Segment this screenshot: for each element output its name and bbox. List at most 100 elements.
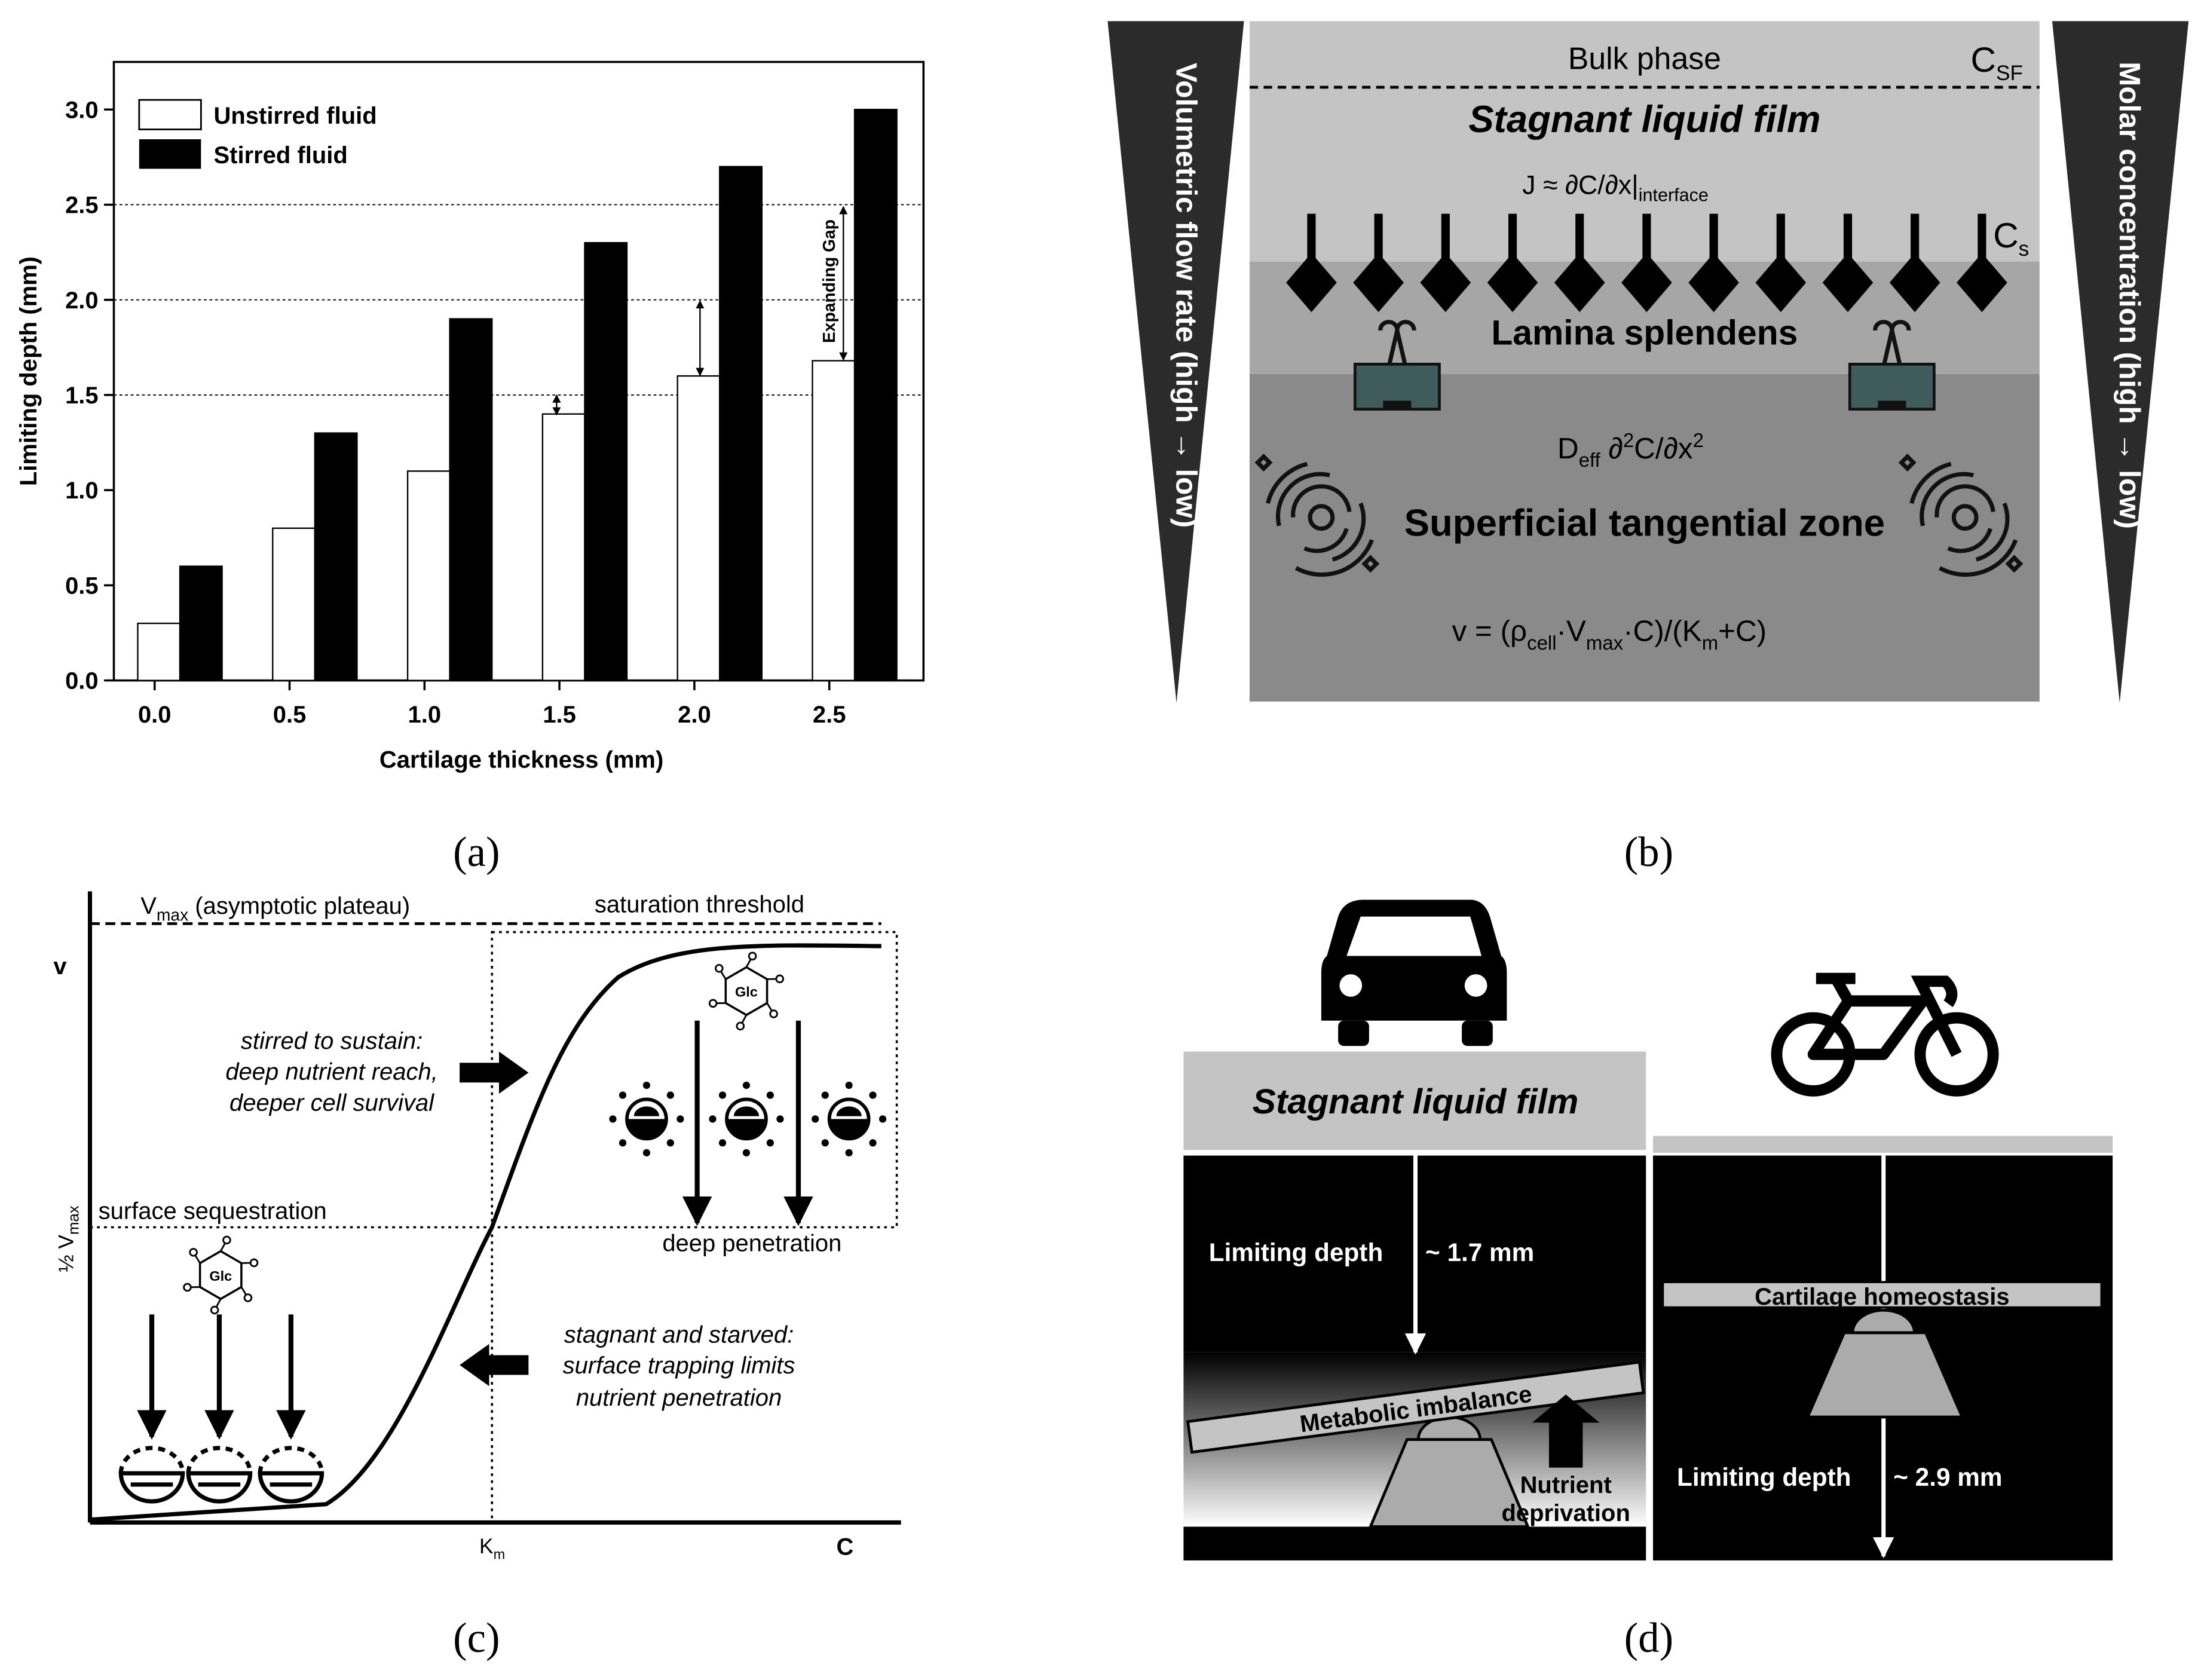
stirred-line-2: deep nutrient reach, xyxy=(225,1059,438,1085)
imbalance-beam xyxy=(1186,1360,1645,1454)
glucose-icon: Glc xyxy=(183,1235,259,1315)
bar-stirred xyxy=(179,565,223,681)
homeostasis-beam xyxy=(1661,1281,2103,1309)
flow-rate-arrow xyxy=(1107,21,1244,703)
reference-lines xyxy=(114,204,924,396)
vmax-label: Vmax (asymptotic plateau) xyxy=(140,893,410,925)
bar-stirred xyxy=(449,318,493,681)
fulcrum-knob-right xyxy=(1851,1308,1916,1335)
caption-b: (b) xyxy=(1624,829,1673,876)
film-block-label: Stagnant liquid film xyxy=(1253,1082,1578,1121)
stagnant-line-2: surface trapping limits xyxy=(563,1352,795,1379)
fulcrum-right xyxy=(1805,1331,1965,1419)
y-tick-label: 3.0 xyxy=(65,97,99,123)
plot-frame xyxy=(112,60,925,682)
right-arrow-icon xyxy=(460,1051,529,1094)
bar-unstirred xyxy=(676,375,721,681)
shallow-arrows xyxy=(137,1314,306,1440)
legend-stirred: Stirred fluid xyxy=(214,142,348,169)
y-axis: 0.00.51.01.52.02.53.0 xyxy=(65,97,114,694)
bars xyxy=(137,109,898,681)
lamina-label: Lamina splendens xyxy=(1491,313,1798,352)
starved-cell-icon xyxy=(258,1446,325,1504)
michaelis-equation: v = (ρcell·Vmax·C)/(Km+C) xyxy=(1452,615,1767,654)
healthy-cells xyxy=(609,1081,887,1156)
starved-cells xyxy=(118,1446,325,1504)
x-tick-label: 0.5 xyxy=(273,702,307,728)
bar-stirred xyxy=(853,109,898,681)
km-label: Km xyxy=(479,1535,505,1562)
y-tick-label: 2.5 xyxy=(65,192,99,219)
y-tick-label: 0.0 xyxy=(65,668,99,694)
binder-clip-icon xyxy=(1848,320,1936,411)
annotation-expanding-gap: Expanding Gap xyxy=(819,219,838,343)
caption-d: (d) xyxy=(1624,1615,1673,1661)
car-icon xyxy=(1321,899,1507,1046)
half-vmax-label: ½ Vmax xyxy=(54,1205,82,1272)
flux-equation: J ≈ ∂C/∂x|interface xyxy=(1522,171,1709,206)
cs-label: Cs xyxy=(1993,216,2029,261)
stirred-line-1: stirred to sustain: xyxy=(241,1028,423,1054)
deep-penetration-label: deep penetration xyxy=(662,1230,841,1256)
y-tick-label: 1.5 xyxy=(65,382,99,409)
starved-cell-icon xyxy=(186,1446,253,1504)
bar-stirred xyxy=(584,241,628,681)
sun-cell-icon xyxy=(812,1081,887,1156)
y-tick-label: 2.0 xyxy=(65,287,99,314)
bar-unstirred xyxy=(137,622,181,681)
concentration-label: Molar concentration (high → low) xyxy=(2113,62,2146,529)
glucose-icon: Glc xyxy=(708,951,785,1031)
right-depth-label: Limiting depth xyxy=(1677,1463,1851,1491)
nutrient-line-2: deprivation xyxy=(1501,1500,1630,1526)
bar-unstirred xyxy=(406,470,451,681)
glucose-ring: Glc xyxy=(183,1235,259,1315)
right-depth-value: ~ 2.9 mm xyxy=(1893,1463,2002,1491)
legend-swatch-unstirred xyxy=(138,99,202,130)
saturation-box xyxy=(491,931,898,1229)
y-axis-title: Limiting depth (mm) xyxy=(16,256,42,486)
left-depth-value: ~ 1.7 mm xyxy=(1425,1238,1534,1266)
sun-cell-icon xyxy=(609,1081,684,1156)
bar-stirred xyxy=(314,432,358,681)
sun-cell-icon xyxy=(709,1081,784,1156)
y-axis-label: v xyxy=(53,953,67,980)
starved-cell-icon xyxy=(118,1446,185,1504)
surface-sequestration-label: surface sequestration xyxy=(99,1198,327,1224)
stagnant-line-3: nutrient penetration xyxy=(576,1385,782,1411)
film-block xyxy=(1183,1051,1646,1150)
x-tick-label: 2.5 xyxy=(813,702,846,728)
left-depth-label: Limiting depth xyxy=(1209,1238,1383,1266)
stirred-line-3: deeper cell survival xyxy=(229,1090,434,1116)
x-tick-label: 1.5 xyxy=(543,702,576,728)
x-axis-label: C xyxy=(836,1534,853,1560)
bar-unstirred xyxy=(272,527,316,681)
panel-c: Vmax (asymptotic plateau) saturation thr… xyxy=(53,891,901,1661)
saturation-curve xyxy=(90,943,881,1522)
bicycle-icon xyxy=(1771,972,1999,1097)
up-arrow-icon xyxy=(1532,1394,1600,1468)
x-tick-label: 0.0 xyxy=(138,702,172,728)
legend-swatch-stirred xyxy=(139,139,201,169)
glucose-label: Glc xyxy=(209,1268,232,1284)
c-sf-label: CSF xyxy=(1971,41,2024,85)
right-film-strip xyxy=(1653,1136,2113,1153)
tangential-zone-layer xyxy=(1249,374,2040,702)
saturation-label: saturation threshold xyxy=(595,892,804,918)
caption-a: (a) xyxy=(453,829,500,876)
concentration-arrow xyxy=(2052,21,2189,703)
homeostasis-label: Cartilage homeostasis xyxy=(1755,1284,2009,1310)
left-base xyxy=(1183,1526,1646,1560)
film-title: Stagnant liquid film xyxy=(1468,99,1820,140)
y-tick-label: 0.5 xyxy=(65,573,99,599)
nutrient-line-1: Nutrient xyxy=(1520,1472,1612,1498)
glucose-label: Glc xyxy=(735,984,758,1000)
vortex-icon xyxy=(1898,454,2024,577)
x-axis-title: Cartilage thickness (mm) xyxy=(379,746,663,773)
bar-unstirred xyxy=(541,413,586,681)
stagnant-line-1: stagnant and starved: xyxy=(564,1321,794,1348)
fulcrum-left xyxy=(1368,1438,1530,1528)
left-arrow-icon xyxy=(460,1344,529,1387)
